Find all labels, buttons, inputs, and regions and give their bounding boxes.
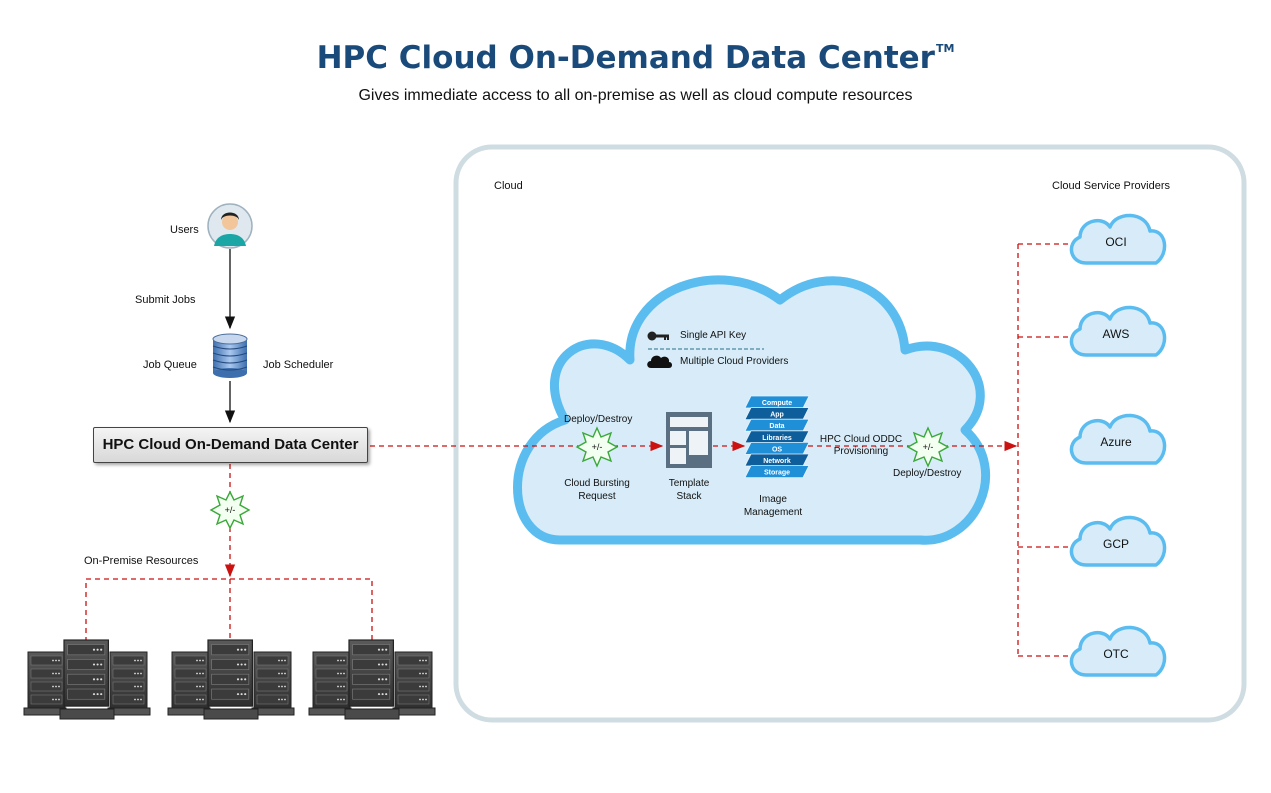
stack-layer-storage: Storage [744,465,810,479]
stack-layer-compute: Compute [744,395,810,409]
provider-label-otc: OTC [1103,647,1129,661]
stack-layer-data: Data [744,418,810,432]
multiple-providers-label: Multiple Cloud Providers [680,356,789,367]
stack-layer-label: Storage [764,470,790,477]
stack-layer-label: OS [772,446,782,453]
stack-layer-os: OS [744,441,810,455]
job-scheduler-label: Job Scheduler [263,359,334,371]
on-premise-label: On-Premise Resources [84,555,199,567]
user-avatar-icon [207,203,253,249]
stack-layer-label: Libraries [762,435,792,442]
provider-label-oci: OCI [1105,235,1127,249]
server-rack-group-1 [24,640,150,719]
cloud-service-providers-label: Cloud Service Providers [1052,180,1170,192]
cloud-burst-plusminus: +/- [591,442,603,452]
provider-label-aws: AWS [1102,327,1130,341]
stack-layer-network: Network [744,453,810,467]
provider-label-gcp: GCP [1102,537,1129,551]
deploy-destroy-left-label: Deploy/Destroy [564,414,633,425]
page-title: HPC Cloud On-Demand Data CenterTM [316,40,955,76]
page-subtitle: Gives immediate access to all on-premise… [358,87,913,104]
cloud-label: Cloud [494,180,523,192]
job-queue-label: Job Queue [143,359,197,371]
job-queue-database-icon [212,333,248,378]
provisioning-burst-icon [906,426,950,468]
cloud-bursting-burst-icon [575,426,619,468]
deploy-destroy-right-label: Deploy/Destroy [893,468,962,479]
cloud-region-frame [453,144,1247,723]
key-icon [647,331,669,341]
stack-layer-label: Network [763,458,791,465]
trademark: TM [935,42,955,55]
stack-layer-label: App [770,412,784,419]
provider-label-azure: Azure [1100,435,1132,449]
provisioning-burst-plusminus: +/- [922,442,934,452]
on-premise-burst-label: +/- [224,505,236,515]
stack-layer-libraries: Libraries [744,430,810,444]
server-rack-group-3 [309,640,435,719]
stack-layer-label: Data [769,423,784,430]
small-cloud-icon [647,355,672,368]
template-stack-icon [666,412,712,468]
stack-layer-app: App [744,407,810,421]
single-api-key-label: Single API Key [680,330,747,341]
server-rack-group-2 [168,640,294,719]
stack-layer-label: Compute [762,400,792,407]
oddc-box: HPC Cloud On-Demand Data Center [93,427,368,463]
on-premise-burst-icon [209,490,251,530]
users-label: Users [170,224,199,236]
submit-jobs-label: Submit Jobs [135,294,196,306]
